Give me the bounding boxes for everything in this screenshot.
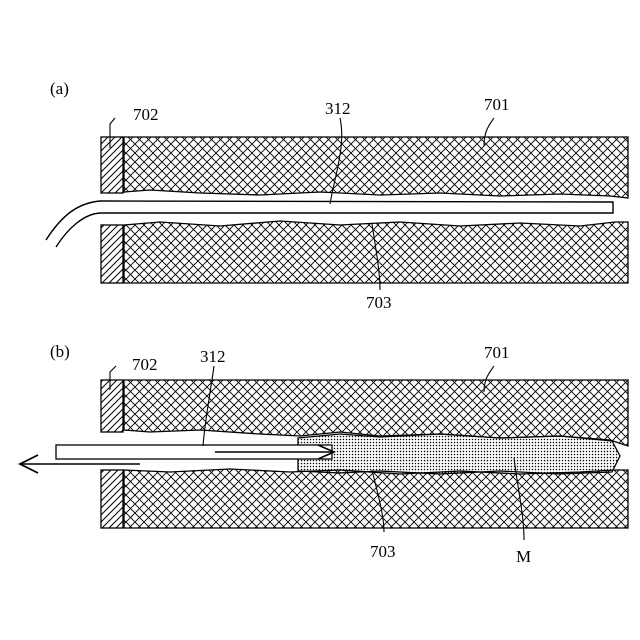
ground-701-lower-b [124, 469, 628, 528]
panel-b: (b) 702 312 701 703 M [20, 342, 628, 566]
label-312-b: 312 [200, 347, 226, 366]
label-701-b: 701 [484, 343, 510, 362]
panel-a: (a) 702 312 701 703 [46, 79, 628, 312]
wall-702-upper-b [101, 380, 123, 432]
ground-701-upper [124, 137, 628, 198]
label-703-a: 703 [366, 293, 392, 312]
label-702-b: 702 [132, 355, 158, 374]
label-312-a: 312 [325, 99, 351, 118]
wall-702-lower [101, 225, 123, 283]
label-703-b: 703 [370, 542, 396, 561]
wall-702-upper [101, 137, 123, 193]
material-m [298, 434, 620, 474]
wall-702-lower-b [101, 470, 123, 528]
label-702-a: 702 [133, 105, 159, 124]
label-701-a: 701 [484, 95, 510, 114]
panel-b-label: (b) [50, 342, 70, 361]
label-m-b: M [516, 547, 531, 566]
panel-a-label: (a) [50, 79, 69, 98]
